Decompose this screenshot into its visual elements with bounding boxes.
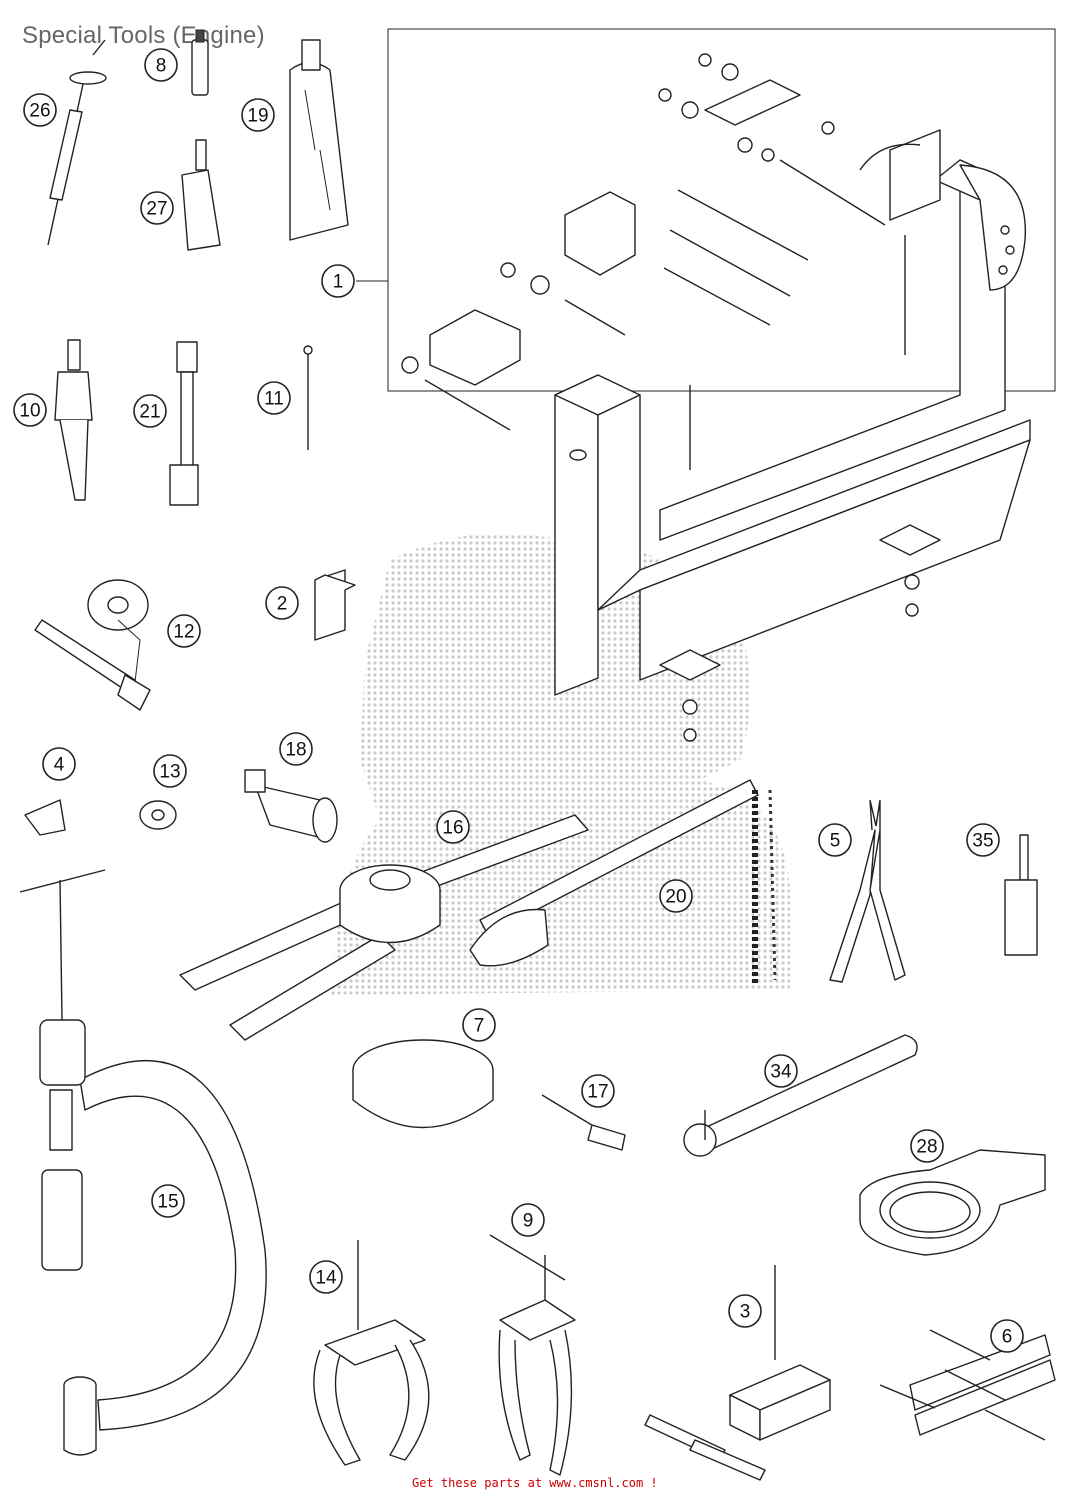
svg-text:21: 21 [139,402,160,423]
svg-text:4: 4 [54,755,65,776]
bearing-puller [54,339,93,501]
svg-text:15: 15 [157,1192,178,1213]
svg-text:9: 9 [523,1211,534,1232]
callout-1: 1 [321,264,355,298]
callout-9: 9 [511,1203,545,1237]
footer-link[interactable]: Get these parts at www.cmsnl.com ! [412,1476,658,1490]
svg-text:11: 11 [264,389,284,410]
svg-text:16: 16 [442,818,463,839]
svg-text:8: 8 [156,56,167,77]
svg-text:28: 28 [916,1137,937,1158]
frame-box [356,28,1056,392]
callout-16: 16 [436,810,470,844]
gear-puller-small [489,1234,576,1476]
svg-text:14: 14 [315,1268,337,1289]
svg-text:17: 17 [587,1082,608,1103]
callout-12: 12 [167,614,201,648]
cone-sleeve [24,799,66,836]
circlip-pliers [829,799,906,983]
engine-stand [401,53,1031,742]
bolt-and-disc [34,579,151,711]
leader-lines [117,619,141,683]
svg-text:2: 2 [277,594,288,615]
callout-4: 4 [42,747,76,781]
callout-7: 7 [462,1008,496,1042]
callout-6: 6 [990,1319,1024,1353]
callout-27: 27 [140,191,174,225]
svg-text:27: 27 [146,199,167,220]
callout-5: 5 [818,823,852,857]
callout-11: 11 [257,381,291,415]
svg-text:34: 34 [770,1062,792,1083]
svg-text:6: 6 [1002,1327,1013,1348]
piston-ring-compressor [352,1039,494,1129]
svg-text:7: 7 [474,1016,485,1037]
callout-34: 34 [764,1054,798,1088]
svg-text:19: 19 [247,106,268,127]
callout-21: 21 [133,394,167,428]
svg-text:35: 35 [972,831,993,852]
small-disc [139,800,177,830]
chain-rivet-tool [644,1265,831,1481]
threadlock-bottle [181,139,221,251]
drift-punch [169,341,199,506]
callout-20: 20 [659,879,693,913]
flywheel-wrench [683,1034,918,1157]
small-vial [191,29,209,96]
callout-3: 3 [728,1294,762,1328]
svg-text:18: 18 [285,740,306,761]
svg-text:5: 5 [830,831,841,852]
callout-14: 14 [309,1260,343,1294]
svg-text:1: 1 [333,272,344,293]
separating-tool [879,1329,1056,1441]
sealant-tube [289,39,349,241]
callout-13: 13 [153,754,187,788]
valve-spring-compressor [19,869,267,1456]
callout-8: 8 [144,48,178,82]
callout-10: 10 [13,393,47,427]
clutch-holder [859,1149,1046,1256]
page-title: Special Tools (Engine) [22,22,265,49]
grease-syringe [47,39,107,246]
drift-tool [1004,834,1038,956]
pin-tool [303,345,313,450]
callout-15: 15 [151,1184,185,1218]
svg-text:12: 12 [173,622,194,643]
svg-text:20: 20 [665,887,686,908]
gauge-bracket [314,569,356,641]
chain-wrench [469,779,777,985]
callout-18: 18 [279,732,313,766]
holding-fixture [179,814,589,1041]
callout-26: 26 [23,93,57,127]
callout-19: 19 [241,98,275,132]
svg-text:13: 13 [159,762,180,783]
callout-17: 17 [581,1074,615,1108]
socket-tool [244,769,338,843]
svg-text:26: 26 [29,101,50,122]
callout-35: 35 [966,823,1000,857]
svg-text:3: 3 [740,1302,751,1323]
valve-adjust-tool [541,1094,626,1151]
svg-text:10: 10 [19,401,40,422]
gear-puller-large [313,1240,430,1466]
callout-2: 2 [265,586,299,620]
callout-28: 28 [910,1129,944,1163]
